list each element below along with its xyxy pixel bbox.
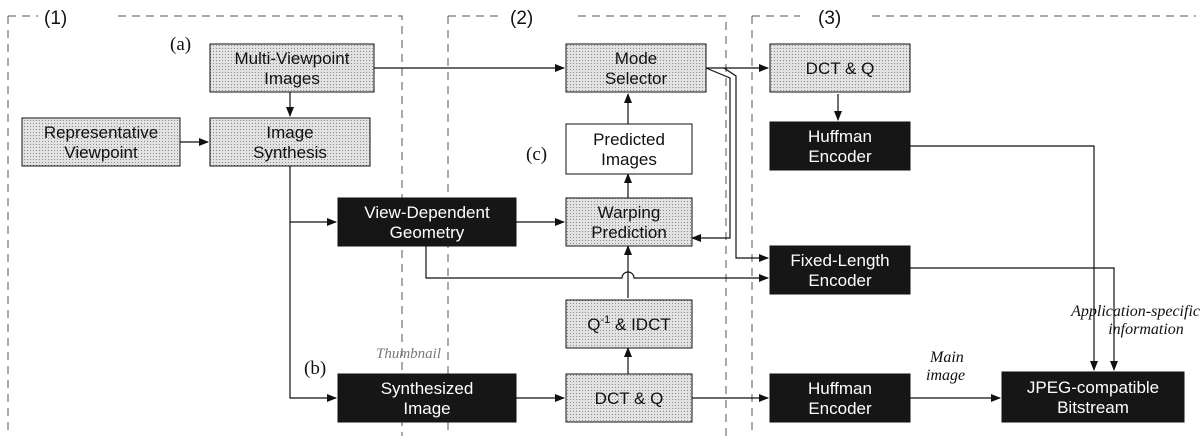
arrow-mode-to-warping [691, 67, 731, 242]
box-view-dependent-geometry: View-Dependent Geometry [337, 197, 517, 247]
arrow-geometry-to-fixed-length [425, 246, 769, 282]
connectors [180, 64, 1118, 402]
section-label-3: (3) [818, 8, 841, 29]
section-1-frame [7, 15, 403, 436]
box-image-synthesis-line1: Image [266, 123, 313, 142]
label-a: (a) [170, 34, 191, 55]
annotation-main-line1: Main [929, 349, 964, 366]
box-dct-q-top-text: DCT & Q [806, 59, 875, 78]
box-predicted-line1: Predicted [593, 130, 665, 149]
box-jpeg-line2: Bitstream [1057, 398, 1129, 417]
box-synthesized-line1: Synthesized [381, 379, 474, 398]
arrow-mode-to-fixed-length [723, 67, 769, 262]
box-huffman-top: Huffman Encoder [769, 121, 911, 171]
box-fixed-length-line2: Encoder [808, 271, 872, 290]
box-mode-selector-line1: Mode [615, 49, 658, 68]
box-jpeg-bitstream: JPEG-compatible Bitstream [1001, 371, 1185, 423]
section-3-frame [751, 15, 1196, 436]
annotation-thumbnail: Thumbnail [376, 346, 441, 362]
box-huffman-top-line1: Huffman [808, 127, 872, 146]
annotation-main-line2: image [926, 367, 965, 384]
box-idct-text: Q-1 & IDCT [587, 314, 670, 334]
box-predicted-line2: Images [601, 150, 657, 169]
box-warping-prediction: Warping Prediction [565, 197, 693, 247]
label-c: (c) [526, 144, 547, 165]
annotation-app-line1: Application-specific [1070, 303, 1200, 320]
box-representative-line1: Representative [44, 123, 158, 142]
arrow-fixed-length-to-jpeg [910, 267, 1118, 371]
box-jpeg-line1: JPEG-compatible [1027, 378, 1159, 397]
box-dct-q-mid: DCT & Q [565, 373, 693, 423]
box-mode-selector-line2: Selector [605, 69, 668, 88]
arrow-huffman-top-to-jpeg [910, 145, 1098, 371]
box-huffman-bottom-line1: Huffman [808, 379, 872, 398]
box-representative: Representative Viewpoint [21, 117, 181, 167]
box-warping-line2: Prediction [591, 223, 667, 242]
box-huffman-bottom-line2: Encoder [808, 399, 872, 418]
box-image-synthesis-line2: Synthesis [253, 143, 327, 162]
box-huffman-top-line2: Encoder [808, 147, 872, 166]
box-multi-viewpoint-line1: Multi-Viewpoint [235, 49, 350, 68]
arrow-synthesis-to-view-dependent [289, 166, 337, 226]
box-synthesized-image: Synthesized Image [337, 373, 517, 423]
box-dct-q-top: DCT & Q [769, 43, 911, 93]
box-warping-line1: Warping [598, 203, 661, 222]
box-fixed-length-line1: Fixed-Length [790, 251, 889, 270]
box-multi-viewpoint-line2: Images [264, 69, 320, 88]
box-mode-selector: Mode Selector [565, 43, 707, 93]
section-label-2: (2) [510, 8, 533, 29]
box-fixed-length-encoder: Fixed-Length Encoder [769, 245, 911, 295]
box-inverse-q-idct: Q-1 & IDCT [565, 299, 693, 349]
box-predicted-images: Predicted Images [565, 123, 693, 175]
box-synthesized-line2: Image [403, 399, 450, 418]
section-label-1: (1) [44, 8, 67, 29]
box-image-synthesis: Image Synthesis [209, 117, 371, 167]
section-frames [7, 15, 1196, 436]
box-huffman-bottom: Huffman Encoder [769, 373, 911, 423]
box-view-dependent-line2: Geometry [390, 223, 465, 242]
label-b: (b) [304, 358, 326, 379]
annotation-app-line2: information [1108, 321, 1184, 338]
box-multi-viewpoint: Multi-Viewpoint Images [209, 43, 375, 93]
arrow-synthesis-to-synthesized [289, 222, 337, 402]
box-view-dependent-line1: View-Dependent [364, 203, 490, 222]
box-dct-q-mid-text: DCT & Q [595, 389, 664, 408]
box-representative-line2: Viewpoint [64, 143, 138, 162]
